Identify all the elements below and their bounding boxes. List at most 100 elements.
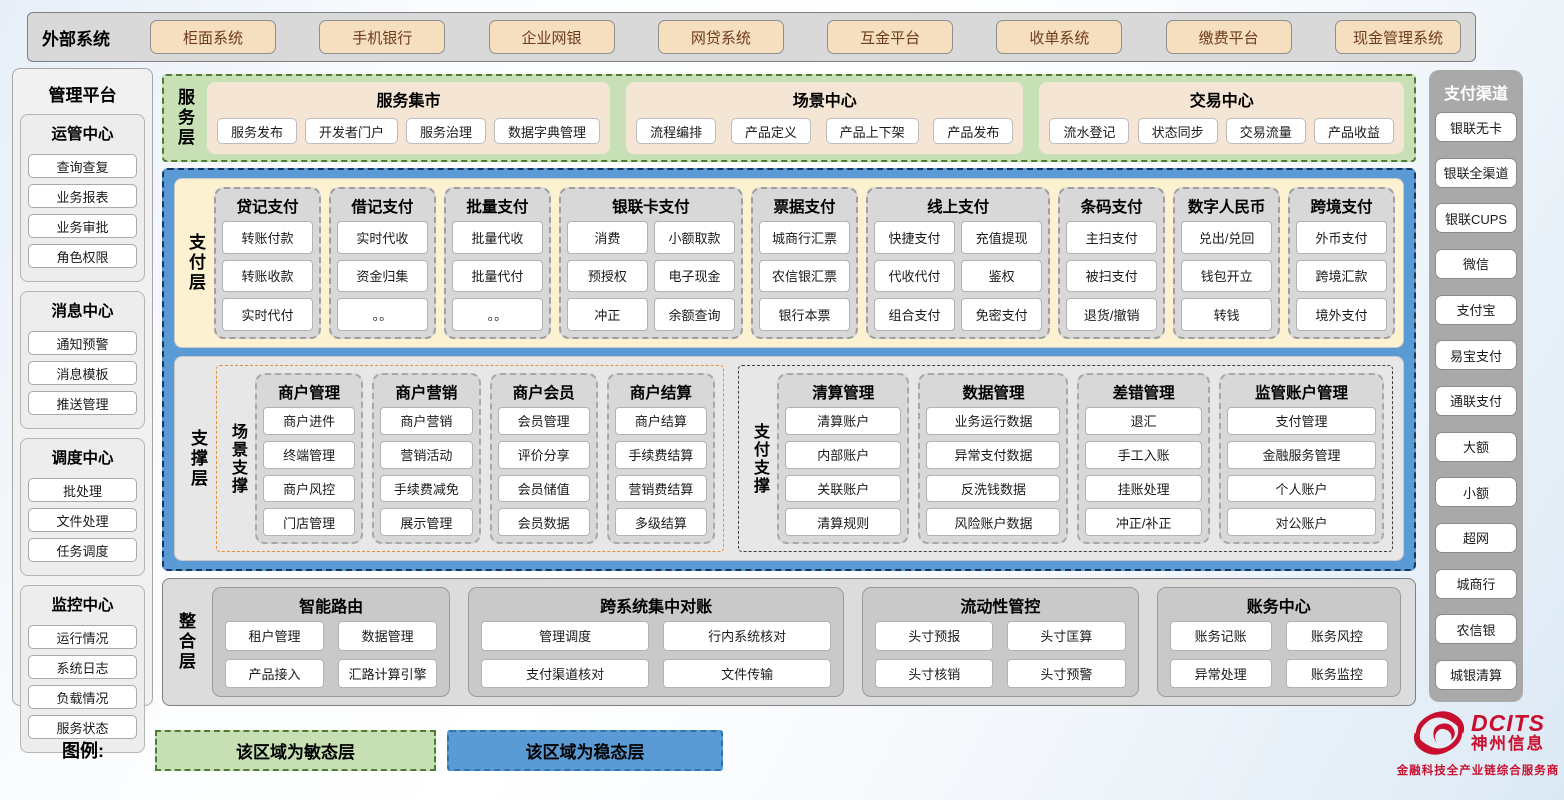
support-item-button[interactable]: 多级结算 <box>615 508 707 536</box>
support-item-button[interactable]: 商户结算 <box>615 407 707 435</box>
support-item-button[interactable]: 商户风控 <box>263 475 355 503</box>
channel-button[interactable]: 农信银 <box>1435 614 1517 644</box>
support-item-button[interactable]: 商户营销 <box>380 407 472 435</box>
integration-item-button[interactable]: 头寸匡算 <box>1007 621 1125 651</box>
integration-item-button[interactable]: 账务风控 <box>1286 621 1388 651</box>
payment-item-button[interactable]: 城商行汇票 <box>759 221 850 254</box>
channel-button[interactable]: 支付宝 <box>1435 295 1517 325</box>
payment-item-button[interactable]: 转账付款 <box>222 221 313 254</box>
support-item-button[interactable]: 内部账户 <box>785 441 901 469</box>
service-item-button[interactable]: 产品定义 <box>731 118 811 144</box>
integration-item-button[interactable]: 产品接入 <box>225 659 324 689</box>
payment-item-button[interactable]: 被扫支付 <box>1066 260 1157 293</box>
integration-item-button[interactable]: 支付渠道核对 <box>481 659 649 689</box>
external-system-button[interactable]: 互金平台 <box>827 20 953 54</box>
payment-item-button[interactable]: 。。 <box>452 298 543 331</box>
channel-button[interactable]: 大额 <box>1435 432 1517 462</box>
support-item-button[interactable]: 业务运行数据 <box>926 407 1060 435</box>
support-item-button[interactable]: 商户进件 <box>263 407 355 435</box>
payment-item-button[interactable]: 转钱 <box>1181 298 1272 331</box>
external-system-button[interactable]: 柜面系统 <box>150 20 276 54</box>
channel-button[interactable]: 城银清算 <box>1435 660 1517 690</box>
mgmt-item-button[interactable]: 运行情况 <box>28 625 137 649</box>
support-item-button[interactable]: 退汇 <box>1085 407 1201 435</box>
integration-item-button[interactable]: 租户管理 <box>225 621 324 651</box>
payment-item-button[interactable]: 冲正 <box>567 298 648 331</box>
support-item-button[interactable]: 个人账户 <box>1227 475 1376 503</box>
integration-item-button[interactable]: 账务监控 <box>1286 659 1388 689</box>
channel-button[interactable]: 银联无卡 <box>1435 112 1517 142</box>
channel-button[interactable]: 银联全渠道 <box>1435 158 1517 188</box>
mgmt-item-button[interactable]: 批处理 <box>28 478 137 502</box>
payment-item-button[interactable]: 充值提现 <box>961 221 1042 254</box>
integration-item-button[interactable]: 行内系统核对 <box>663 621 831 651</box>
channel-button[interactable]: 易宝支付 <box>1435 340 1517 370</box>
mgmt-item-button[interactable]: 业务报表 <box>28 184 137 208</box>
payment-item-button[interactable]: 转账收款 <box>222 260 313 293</box>
external-system-button[interactable]: 网贷系统 <box>658 20 784 54</box>
support-item-button[interactable]: 关联账户 <box>785 475 901 503</box>
payment-item-button[interactable]: 境外支付 <box>1296 298 1387 331</box>
payment-item-button[interactable]: 实时代收 <box>337 221 428 254</box>
integration-item-button[interactable]: 头寸核销 <box>875 659 993 689</box>
mgmt-item-button[interactable]: 负载情况 <box>28 685 137 709</box>
support-item-button[interactable]: 对公账户 <box>1227 508 1376 536</box>
service-item-button[interactable]: 产品收益 <box>1314 118 1394 144</box>
service-item-button[interactable]: 开发者门户 <box>305 118 398 144</box>
support-item-button[interactable]: 异常支付数据 <box>926 441 1060 469</box>
integration-item-button[interactable]: 管理调度 <box>481 621 649 651</box>
service-item-button[interactable]: 流程编排 <box>636 118 716 144</box>
payment-item-button[interactable]: 银行本票 <box>759 298 850 331</box>
integration-item-button[interactable]: 数据管理 <box>338 621 437 651</box>
support-item-button[interactable]: 挂账处理 <box>1085 475 1201 503</box>
service-item-button[interactable]: 服务治理 <box>406 118 486 144</box>
support-item-button[interactable]: 展示管理 <box>380 508 472 536</box>
support-item-button[interactable]: 会员管理 <box>498 407 590 435</box>
support-item-button[interactable]: 手工入账 <box>1085 441 1201 469</box>
payment-item-button[interactable]: 批量代收 <box>452 221 543 254</box>
mgmt-item-button[interactable]: 业务审批 <box>28 214 137 238</box>
mgmt-item-button[interactable]: 系统日志 <box>28 655 137 679</box>
channel-button[interactable]: 银联CUPS <box>1435 203 1517 233</box>
support-item-button[interactable]: 清算账户 <box>785 407 901 435</box>
payment-item-button[interactable]: 批量代付 <box>452 260 543 293</box>
payment-item-button[interactable]: 实时代付 <box>222 298 313 331</box>
channel-button[interactable]: 微信 <box>1435 249 1517 279</box>
payment-item-button[interactable]: 退货/撤销 <box>1066 298 1157 331</box>
payment-item-button[interactable]: 。。 <box>337 298 428 331</box>
payment-item-button[interactable]: 电子现金 <box>654 260 735 293</box>
mgmt-item-button[interactable]: 推送管理 <box>28 391 137 415</box>
support-item-button[interactable]: 支付管理 <box>1227 407 1376 435</box>
mgmt-item-button[interactable]: 查询查复 <box>28 154 137 178</box>
integration-item-button[interactable]: 文件传输 <box>663 659 831 689</box>
external-system-button[interactable]: 收单系统 <box>996 20 1122 54</box>
payment-item-button[interactable]: 余额查询 <box>654 298 735 331</box>
service-item-button[interactable]: 产品上下架 <box>826 118 919 144</box>
payment-item-button[interactable]: 主扫支付 <box>1066 221 1157 254</box>
service-item-button[interactable]: 交易流量 <box>1226 118 1306 144</box>
mgmt-item-button[interactable]: 角色权限 <box>28 244 137 268</box>
payment-item-button[interactable]: 预授权 <box>567 260 648 293</box>
support-item-button[interactable]: 终端管理 <box>263 441 355 469</box>
service-item-button[interactable]: 产品发布 <box>933 118 1013 144</box>
integration-item-button[interactable]: 账务记账 <box>1170 621 1272 651</box>
support-item-button[interactable]: 手续费结算 <box>615 441 707 469</box>
mgmt-item-button[interactable]: 文件处理 <box>28 508 137 532</box>
service-item-button[interactable]: 状态同步 <box>1138 118 1218 144</box>
service-item-button[interactable]: 服务发布 <box>217 118 297 144</box>
support-item-button[interactable]: 手续费减免 <box>380 475 472 503</box>
mgmt-item-button[interactable]: 任务调度 <box>28 538 137 562</box>
payment-item-button[interactable]: 钱包开立 <box>1181 260 1272 293</box>
integration-item-button[interactable]: 头寸预警 <box>1007 659 1125 689</box>
mgmt-item-button[interactable]: 服务状态 <box>28 715 137 739</box>
channel-button[interactable]: 小额 <box>1435 477 1517 507</box>
external-system-button[interactable]: 企业网银 <box>489 20 615 54</box>
support-item-button[interactable]: 反洗钱数据 <box>926 475 1060 503</box>
service-item-button[interactable]: 数据字典管理 <box>494 118 600 144</box>
payment-item-button[interactable]: 兑出/兑回 <box>1181 221 1272 254</box>
support-item-button[interactable]: 金融服务管理 <box>1227 441 1376 469</box>
payment-item-button[interactable]: 免密支付 <box>961 298 1042 331</box>
external-system-button[interactable]: 缴费平台 <box>1166 20 1292 54</box>
support-item-button[interactable]: 营销活动 <box>380 441 472 469</box>
support-item-button[interactable]: 清算规则 <box>785 508 901 536</box>
